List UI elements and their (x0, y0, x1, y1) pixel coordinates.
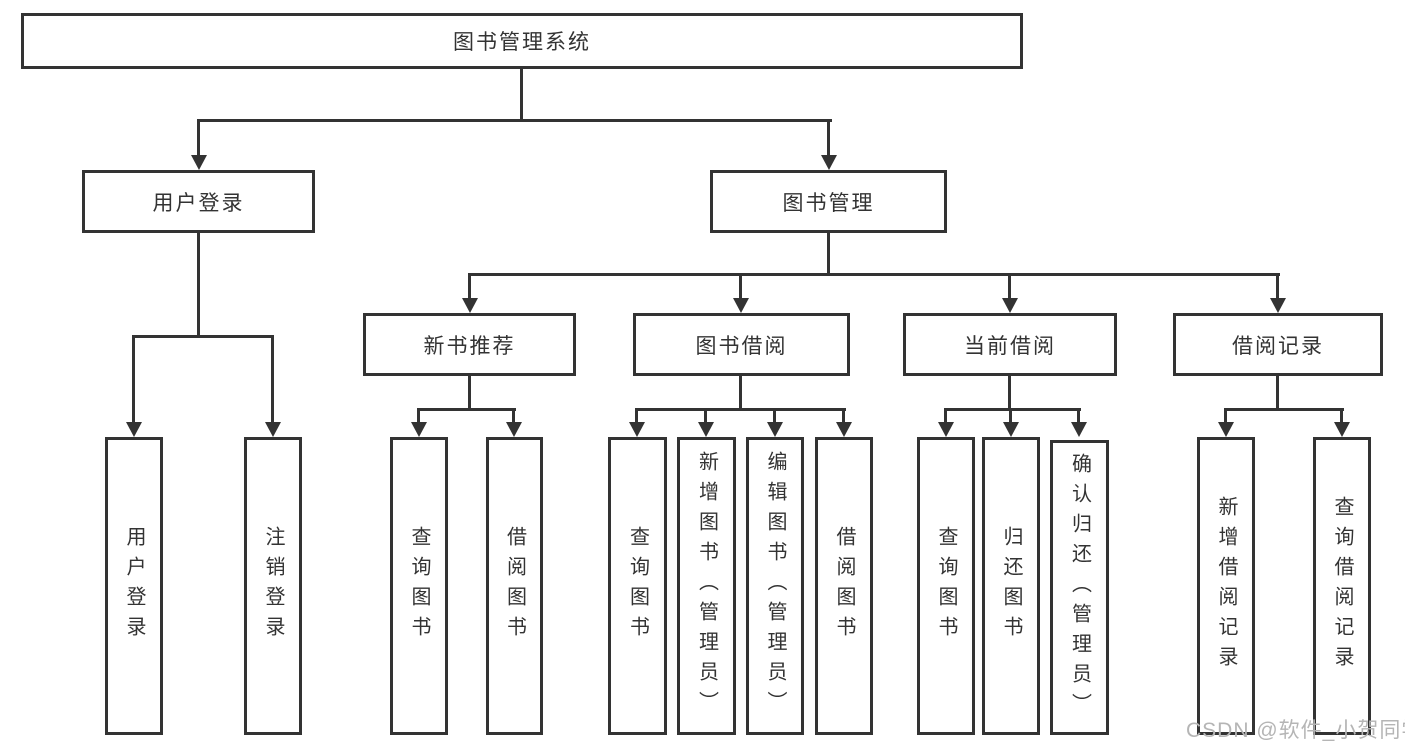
connector-br-stem (1276, 376, 1279, 408)
node-book-mgmt: 图书管理 (710, 170, 947, 233)
leaf-cb-query-books-label: 查询图书 (935, 526, 957, 646)
arrowhead-cb-confirm (1071, 422, 1087, 437)
arrowhead-nbr-borrow (506, 422, 522, 437)
arrowhead-book-mgmt (821, 155, 837, 170)
arrowhead-ul-login (126, 422, 142, 437)
leaf-bb-borrow-books-label: 借阅图书 (833, 526, 855, 646)
leaf-bb-edit-books: 编辑图书（管理员） (746, 437, 804, 735)
leaf-nbr-query-books-label: 查询图书 (408, 526, 430, 646)
node-borrow-record: 借阅记录 (1173, 313, 1383, 376)
leaf-br-add-record-label: 新增借阅记录 (1215, 496, 1237, 676)
arrowhead-cb-return (1003, 422, 1019, 437)
node-user-login-label: 用户登录 (152, 191, 245, 215)
connector-cb-stem (1008, 376, 1011, 408)
leaf-logout-label: 注销登录 (262, 526, 284, 646)
connector-arrow-br-query-shaft (1340, 408, 1343, 422)
arrowhead-bb-query (629, 422, 645, 437)
node-new-book-rec-label: 新书推荐 (423, 334, 516, 358)
connector-arrow-nbr-query-shaft (417, 408, 420, 422)
leaf-nbr-query-books: 查询图书 (390, 437, 448, 735)
leaf-user-login: 用户登录 (105, 437, 163, 735)
connector-arrow-ul-logout-shaft (271, 335, 274, 422)
leaf-cb-query-books: 查询图书 (917, 437, 975, 735)
arrowhead-bb-add (698, 422, 714, 437)
node-root: 图书管理系统 (21, 13, 1023, 69)
leaf-nbr-borrow-books: 借阅图书 (486, 437, 543, 735)
connector-arrow-br-add-shaft (1224, 408, 1227, 422)
node-root-label: 图书管理系统 (453, 31, 591, 54)
connector-arrow-nbr-borrow-shaft (512, 408, 515, 422)
arrowhead-br-add (1218, 422, 1234, 437)
connector-arrow-bb-borrow-shaft (842, 408, 845, 422)
node-borrow-record-label: 借阅记录 (1232, 334, 1324, 358)
connector-arrow-current-borrow-shaft (1008, 273, 1011, 298)
connector-arrow-user-login-shaft (197, 119, 200, 155)
connector-arrow-book-borrow-shaft (739, 273, 742, 298)
connector-arrow-ul-login-shaft (132, 335, 135, 422)
connector-arrow-bb-query-shaft (635, 408, 638, 422)
leaf-logout: 注销登录 (244, 437, 302, 735)
arrowhead-bb-edit (767, 422, 783, 437)
leaf-cb-confirm-return-label: 确认归还（管理员） (1068, 452, 1091, 723)
leaf-br-query-record: 查询借阅记录 (1313, 437, 1371, 735)
node-book-borrow: 图书借阅 (633, 313, 850, 376)
arrowhead-bb-borrow (836, 422, 852, 437)
leaf-bb-add-books-label: 新增图书（管理员） (695, 451, 718, 721)
connector-nbr-rail (417, 408, 516, 411)
connector-cb-rail (944, 408, 1081, 411)
connector-nbr-stem (468, 376, 471, 408)
leaf-bb-add-books: 新增图书（管理员） (677, 437, 736, 735)
connector-user-login-rail (133, 335, 274, 338)
arrowhead-new-book-rec (462, 298, 478, 313)
leaf-bb-query-books: 查询图书 (608, 437, 667, 735)
connector-arrow-bb-add-shaft (704, 408, 707, 422)
connector-arrow-new-book-rec-shaft (468, 273, 471, 298)
leaf-cb-return-books-label: 归还图书 (1000, 526, 1022, 646)
leaf-cb-return-books: 归还图书 (982, 437, 1040, 735)
node-user-login: 用户登录 (82, 170, 315, 233)
connector-arrow-bb-edit-shaft (773, 408, 776, 422)
arrowhead-user-login (191, 155, 207, 170)
connector-level2-rail (198, 119, 832, 122)
arrowhead-cb-query (938, 422, 954, 437)
connector-level3-rail (468, 273, 1280, 276)
arrowhead-current-borrow (1002, 298, 1018, 313)
leaf-user-login-label: 用户登录 (123, 526, 145, 646)
arrowhead-book-borrow (733, 298, 749, 313)
leaf-bb-borrow-books: 借阅图书 (815, 437, 873, 735)
node-current-borrow-label: 当前借阅 (964, 334, 1056, 358)
leaf-bb-edit-books-label: 编辑图书（管理员） (764, 451, 786, 721)
arrowhead-borrow-record (1270, 298, 1286, 313)
leaf-bb-query-books-label: 查询图书 (626, 526, 649, 646)
connector-arrow-cb-confirm-shaft (1077, 408, 1080, 422)
leaf-nbr-borrow-books-label: 借阅图书 (503, 526, 526, 646)
connector-arrow-cb-return-shaft (1009, 408, 1012, 422)
node-current-borrow: 当前借阅 (903, 313, 1117, 376)
connector-br-rail (1224, 408, 1344, 411)
arrowhead-br-query (1334, 422, 1350, 437)
connector-arrow-cb-query-shaft (944, 408, 947, 422)
leaf-br-add-record: 新增借阅记录 (1197, 437, 1255, 735)
leaf-cb-confirm-return: 确认归还（管理员） (1050, 440, 1109, 735)
leaf-br-query-record-label: 查询借阅记录 (1331, 496, 1353, 676)
connector-book-mgmt-stem (827, 233, 830, 273)
connector-bb-stem (739, 376, 742, 408)
connector-bb-rail (635, 408, 846, 411)
connector-user-login-stem (197, 233, 200, 335)
watermark: CSDN @软件_小贺同学 (1186, 719, 1405, 742)
connector-arrow-borrow-record-shaft (1276, 273, 1279, 298)
node-book-borrow-label: 图书借阅 (695, 334, 788, 358)
connector-arrow-book-mgmt-shaft (827, 119, 830, 155)
node-new-book-rec: 新书推荐 (363, 313, 576, 376)
arrowhead-nbr-query (411, 422, 427, 437)
node-book-mgmt-label: 图书管理 (782, 191, 875, 215)
connector-root-stem (520, 69, 523, 119)
arrowhead-ul-logout (265, 422, 281, 437)
